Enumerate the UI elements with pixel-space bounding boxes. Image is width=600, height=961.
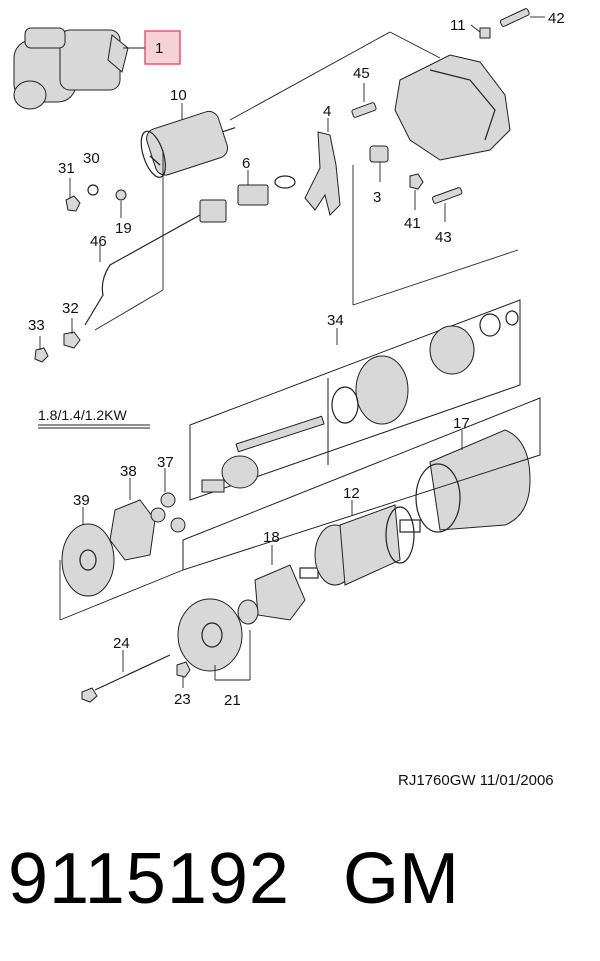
label-4: 4 — [323, 103, 331, 120]
label-30: 30 — [83, 150, 100, 167]
starter-assembly-thumbnail — [13, 27, 129, 110]
label-23: 23 — [174, 691, 191, 708]
brush-holder: 18 — [254, 529, 306, 621]
yoke-housing: 17 — [182, 397, 541, 571]
drawing-code: RJ1760GW 11/01/2006 — [398, 772, 554, 789]
planetary-gear-box: 34 — [189, 299, 521, 501]
label-41: 41 — [404, 215, 421, 232]
callout-1-highlight[interactable]: 1 — [123, 30, 181, 65]
label-45: 45 — [353, 65, 370, 82]
connector-group: 6 46 32 33 — [28, 150, 296, 363]
label-31: 31 — [58, 160, 75, 177]
label-10: 10 — [170, 87, 187, 104]
label-37: 37 — [157, 454, 174, 471]
armature: 12 — [299, 485, 421, 586]
label-39: 39 — [73, 492, 90, 509]
label-11: 11 — [450, 17, 466, 34]
label-38: 38 — [120, 463, 137, 480]
label-19: 19 — [115, 220, 132, 237]
label-1: 1 — [155, 40, 163, 57]
gear-plate-group: 38 37 39 — [59, 454, 186, 621]
label-33: 33 — [28, 317, 45, 334]
label-3: 3 — [373, 189, 381, 206]
part-number: 9115192 — [8, 839, 290, 919]
label-32: 32 — [62, 300, 79, 317]
label-21: 21 — [224, 692, 241, 709]
kw-rating-note: 1.8/1.4/1.2KW — [38, 407, 128, 423]
label-43: 43 — [435, 229, 452, 246]
label-24: 24 — [113, 635, 130, 652]
label-6: 6 — [242, 155, 250, 172]
end-frame-group: 21 23 24 — [81, 598, 259, 709]
drive-end-housing-group: 4 45 11 42 3 41 43 — [229, 8, 565, 306]
part-brand: GM — [343, 839, 459, 919]
label-12: 12 — [343, 485, 360, 502]
label-34: 34 — [327, 312, 344, 329]
label-42: 42 — [548, 10, 565, 27]
label-18: 18 — [263, 529, 280, 546]
label-46: 46 — [90, 233, 107, 250]
solenoid-group: 10 30 31 19 — [58, 87, 236, 237]
